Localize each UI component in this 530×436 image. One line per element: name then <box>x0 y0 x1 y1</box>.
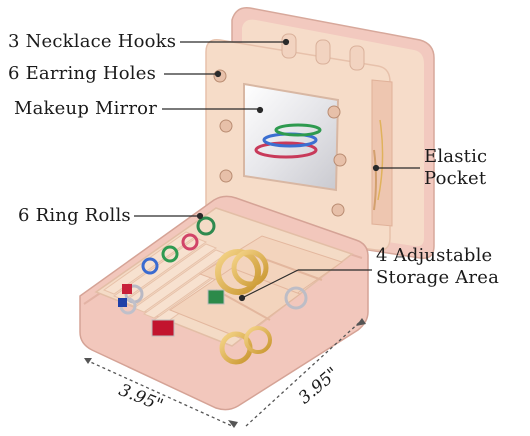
leader-lines <box>134 38 420 302</box>
label-storage-line2: Storage Area <box>376 267 500 288</box>
necklace-hooks <box>281 33 365 71</box>
earring-holes <box>213 69 347 217</box>
label-elastic-pocket-line2: Pocket <box>424 168 487 189</box>
label-storage-line1: 4 Adjustable <box>376 245 493 266</box>
label-necklace-hooks: 3 Necklace Hooks <box>8 31 177 52</box>
dimension-arrows <box>84 318 366 428</box>
label-elastic-pocket-line1: Elastic <box>424 146 488 167</box>
box-base <box>79 195 369 411</box>
dimension-lines <box>85 319 363 427</box>
rings <box>118 216 216 315</box>
label-earring-holes: 6 Earring Holes <box>8 63 157 84</box>
label-makeup-mirror: Makeup Mirror <box>14 98 157 119</box>
makeup-mirror <box>243 82 340 192</box>
label-ring-rolls: 6 Ring Rolls <box>18 205 131 226</box>
